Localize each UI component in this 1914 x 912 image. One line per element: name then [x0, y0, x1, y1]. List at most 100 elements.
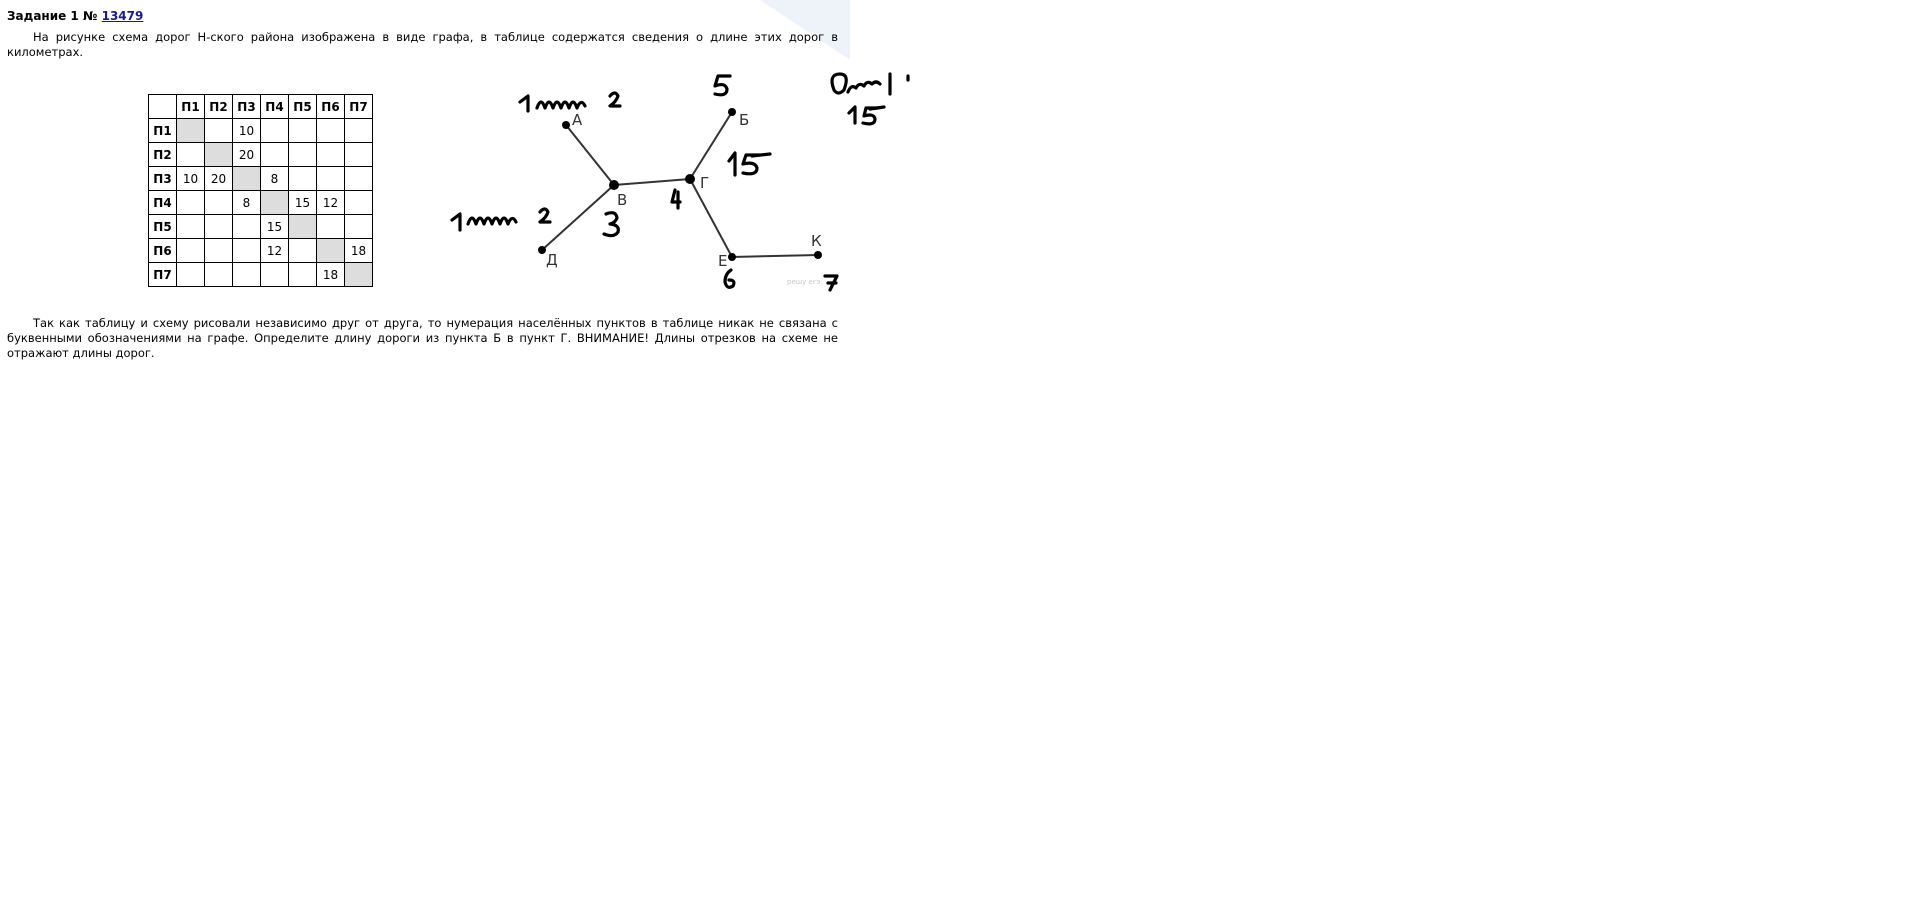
edge-e-k: [731, 254, 819, 258]
table-cell: [344, 214, 373, 239]
table-cell: [260, 142, 289, 167]
handwriting-e-6: [723, 268, 736, 289]
table-cell: 20: [232, 142, 261, 167]
table-corner-cell: [148, 94, 177, 119]
table-cell: 20: [204, 166, 233, 191]
node-g: [685, 174, 695, 184]
table-cell: [232, 166, 261, 191]
table-cell: [288, 238, 317, 263]
table-cell: [232, 262, 261, 287]
edge-g-b: [689, 111, 733, 180]
table-row: П7 18: [148, 262, 373, 287]
column-header: П3: [232, 94, 261, 119]
column-header: П1: [176, 94, 205, 119]
table-header-row: П1 П2 П3 П4 П5 П6 П7: [148, 94, 373, 119]
table-row: П2 20: [148, 142, 373, 167]
table-cell: [176, 238, 205, 263]
column-header: П4: [260, 94, 289, 119]
node-v: [609, 180, 619, 190]
node-k: [814, 251, 822, 259]
table-cell: [344, 142, 373, 167]
edge-d-v: [541, 184, 615, 251]
node-label-k: К: [811, 232, 822, 250]
table-cell: [204, 142, 233, 167]
handwriting-a-1-or-2: [518, 91, 622, 113]
table-cell: [316, 238, 345, 263]
table-cell: 12: [260, 238, 289, 263]
graph-edges: [541, 111, 819, 258]
task-number-link[interactable]: 13479: [101, 9, 144, 23]
handwriting-v-3: [602, 211, 620, 238]
column-header: П2: [204, 94, 233, 119]
table-cell: [204, 262, 233, 287]
corner-shading: [760, 0, 850, 60]
table-cell: [204, 238, 233, 263]
node-label-b: Б: [739, 111, 749, 129]
table-cell: [232, 238, 261, 263]
handwriting-g-4: [670, 188, 682, 210]
body-paragraph: Так как таблицу и схему рисовали независ…: [7, 316, 838, 360]
table-cell: [176, 214, 205, 239]
row-header: П3: [148, 166, 177, 191]
handwriting-b-5: [713, 74, 732, 97]
road-graph: А Б В Г Д Е К решу егэ: [450, 72, 910, 292]
table-cell: [288, 118, 317, 143]
table-cell: [232, 214, 261, 239]
table-cell: [344, 166, 373, 191]
node-label-g: Г: [700, 174, 709, 192]
table-cell: [288, 262, 317, 287]
table-cell: 10: [232, 118, 261, 143]
handwriting-d-1-or-2: [450, 207, 552, 232]
table-cell: [344, 118, 373, 143]
table-cell: [344, 190, 373, 215]
table-cell: [204, 214, 233, 239]
intro-paragraph: На рисунке схема дорог Н-ского района из…: [7, 30, 838, 59]
table-cell: [288, 142, 317, 167]
table-cell: [176, 118, 205, 143]
table-cell: 10: [176, 166, 205, 191]
table-cell: [344, 262, 373, 287]
table-cell: 18: [344, 238, 373, 263]
table-cell: 18: [316, 262, 345, 287]
table-cell: [316, 142, 345, 167]
table-cell: 12: [316, 190, 345, 215]
node-a: [562, 121, 570, 129]
node-label-e: Е: [718, 252, 727, 270]
row-header: П1: [148, 118, 177, 143]
column-header: П6: [316, 94, 345, 119]
table-cell: 8: [232, 190, 261, 215]
task-heading: Задание 1 № 13479: [7, 9, 143, 23]
node-label-a: А: [572, 111, 583, 129]
edge-g-e: [689, 178, 733, 258]
row-header: П2: [148, 142, 177, 167]
handwriting-k-7: [823, 274, 839, 292]
table-cell: 15: [288, 190, 317, 215]
table-cell: [260, 262, 289, 287]
table-row: П1 10: [148, 118, 373, 143]
node-b: [728, 108, 736, 116]
node-d: [538, 246, 546, 254]
table-cell: [204, 118, 233, 143]
handwriting-top-right-answer: [830, 72, 910, 126]
node-label-d: Д: [546, 251, 558, 269]
graph-watermark: решу егэ: [787, 278, 821, 286]
table-cell: [316, 214, 345, 239]
node-e: [728, 253, 736, 261]
node-label-v: В: [617, 191, 627, 209]
handwriting-answer-15: [727, 151, 772, 177]
table-cell: 8: [260, 166, 289, 191]
edge-a-v: [565, 124, 615, 186]
table-cell: [176, 262, 205, 287]
task-title: Задание 1 №: [7, 9, 98, 23]
table-cell: 15: [260, 214, 289, 239]
table-cell: [288, 214, 317, 239]
table-cell: [260, 118, 289, 143]
table-cell: [316, 118, 345, 143]
graph-nodes: [538, 108, 822, 261]
row-header: П7: [148, 262, 177, 287]
